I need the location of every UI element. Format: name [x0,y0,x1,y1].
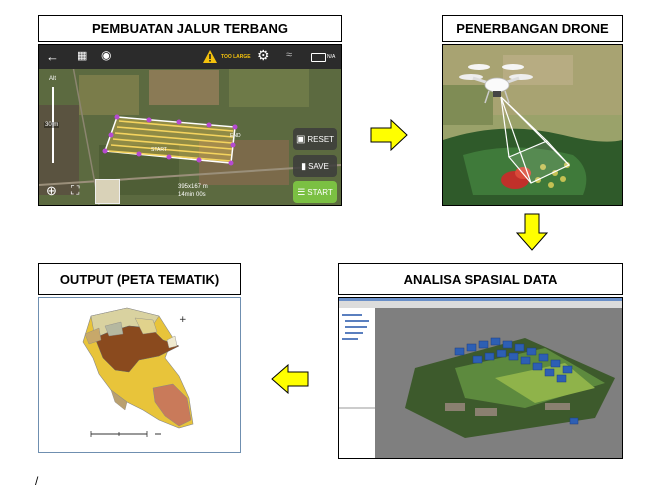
area-size-text: 395x167 m [178,184,208,190]
arrow-left-icon [271,364,309,394]
layer-tree-lines [339,314,375,409]
flight-path-title: PEMBUATAN JALUR TERBANG [38,15,342,42]
output-title: OUTPUT (PETA TEMATIK) [38,263,241,295]
folder-icon: ▮ [301,160,307,171]
thematic-map: + [82,307,194,437]
spatial-analysis-title: ANALISA SPASIAL DATA [338,263,623,295]
thematic-map-output: + [38,297,241,453]
save-button[interactable]: ▮ SAVE [293,155,337,177]
battery-text: N/A [327,54,336,60]
svg-text:+: + [179,315,187,325]
drone-icon-illustration [459,64,533,104]
start-marker: START [151,147,167,153]
save-label: SAVE [308,161,329,171]
drone-flight-title: PENERBANGAN DRONE [442,15,623,42]
start-label: START [307,187,333,197]
software-menu-bar [339,298,622,301]
locate-icon[interactable]: ⊕ [46,183,57,198]
warning-text: TOO LARGE [221,54,251,60]
arrow-right-icon [370,119,408,151]
warning-icon [203,50,217,68]
spatial-analysis-screenshot [338,297,623,459]
altitude-label: Alt [49,76,57,82]
flight-planning-map [39,45,341,205]
gear-icon[interactable]: ⚙ [257,47,270,63]
fullscreen-icon[interactable]: ⛶ [71,183,80,197]
start-button[interactable]: ☰ START [293,181,337,203]
drone-flight-image [442,44,623,206]
back-arrow-icon[interactable]: ← [46,49,59,64]
reset-label: RESET [307,134,335,144]
flight-time-text: 14min 00s [178,192,206,198]
flight-planning-screenshot: ← ▦ ◉ TOO LARGE ⚙ ≈ N/A Alt 30 m ⊕ ⛶ STA… [38,44,342,206]
flight-lines-icon: ☰ [297,186,306,197]
flight-path-title-text: PEMBUATAN JALUR TERBANG [92,21,288,36]
3d-model-view [375,308,622,458]
reset-button[interactable]: ▣ RESET [293,128,337,150]
drone-flight-title-text: PENERBANGAN DRONE [456,21,609,36]
drone-flight-illustration [443,45,622,205]
reset-icon: ▣ [295,133,306,145]
layer-tree-panel[interactable] [339,308,376,458]
output-title-text: OUTPUT (PETA TEMATIK) [59,271,220,287]
drone-icon[interactable]: ▦ [77,50,88,62]
arrow-down-icon [516,213,548,251]
spatial-analysis-title-text: ANALISA SPASIAL DATA [403,271,558,287]
camera-icon[interactable]: ◉ [101,48,112,62]
battery-icon [311,53,326,62]
wifi-icon: ≈ [286,49,293,61]
end-marker: END [230,133,241,139]
footer-mark: / [35,474,39,488]
altitude-slider-track[interactable] [52,87,54,163]
app-top-bar [39,45,341,69]
altitude-value: 30 m [44,122,60,128]
map-thumbnail[interactable] [95,179,120,204]
